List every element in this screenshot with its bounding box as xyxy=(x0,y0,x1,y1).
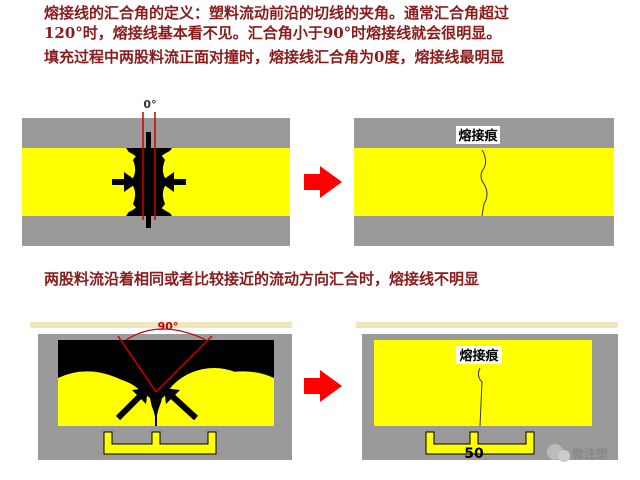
weld-mark-line xyxy=(480,149,488,217)
head-on-result-panel: 熔接痕 xyxy=(354,118,614,246)
angle-arc xyxy=(125,328,207,341)
flow-arrow-left xyxy=(115,393,143,421)
red-arrow-bottom xyxy=(304,370,342,402)
parallel-flow-panel: 90° xyxy=(30,320,292,460)
weld-label-box xyxy=(456,346,502,364)
flow-arrow-left xyxy=(124,172,138,192)
flow-arrow-left xyxy=(132,388,148,404)
flow-arrow-right xyxy=(160,172,174,192)
head-on-flow-panel: 0° xyxy=(22,98,290,246)
parallel-flow-caption: 两股料流沿着相同或者比较接近的流动方向汇合时，熔接线不明显 xyxy=(44,270,480,288)
weld-label-top: 熔接痕 xyxy=(458,128,498,144)
weld-label-box xyxy=(456,126,500,144)
top-strip xyxy=(356,322,618,328)
flow-arrow-right xyxy=(169,393,199,421)
angle-line xyxy=(117,335,157,393)
angle-label-top: 0° xyxy=(143,98,156,111)
runner xyxy=(103,431,217,455)
watermark-text: 微注塑 xyxy=(571,446,608,461)
definition-line-1: 熔接线的汇合角的定义：塑料流动前沿的切线的夹角。通常汇合角超过 xyxy=(44,4,510,22)
flow-arrow-right xyxy=(164,388,180,404)
page-number: 50 xyxy=(464,446,484,462)
red-arrow-top xyxy=(304,166,342,198)
angle-line xyxy=(155,335,213,393)
top-strip xyxy=(30,322,292,328)
weld-line xyxy=(146,132,151,228)
runner xyxy=(425,431,535,455)
watermark: 微注塑 xyxy=(547,444,608,462)
definition-line-2: 120°时，熔接线基本看不见。汇合角小于90°时熔接线就会很明显。 xyxy=(44,24,502,42)
wechat-icon xyxy=(558,450,570,462)
weld-mark-line xyxy=(477,367,483,427)
head-on-caption: 填充过程中两股料流正面对撞时，熔接线汇合角为0度，熔接线最明显 xyxy=(44,48,505,66)
angle-label-bottom: 90° xyxy=(158,320,179,333)
parallel-result-panel: 熔接痕 50 xyxy=(356,322,618,462)
weld-label-bottom: 熔接痕 xyxy=(459,348,499,364)
